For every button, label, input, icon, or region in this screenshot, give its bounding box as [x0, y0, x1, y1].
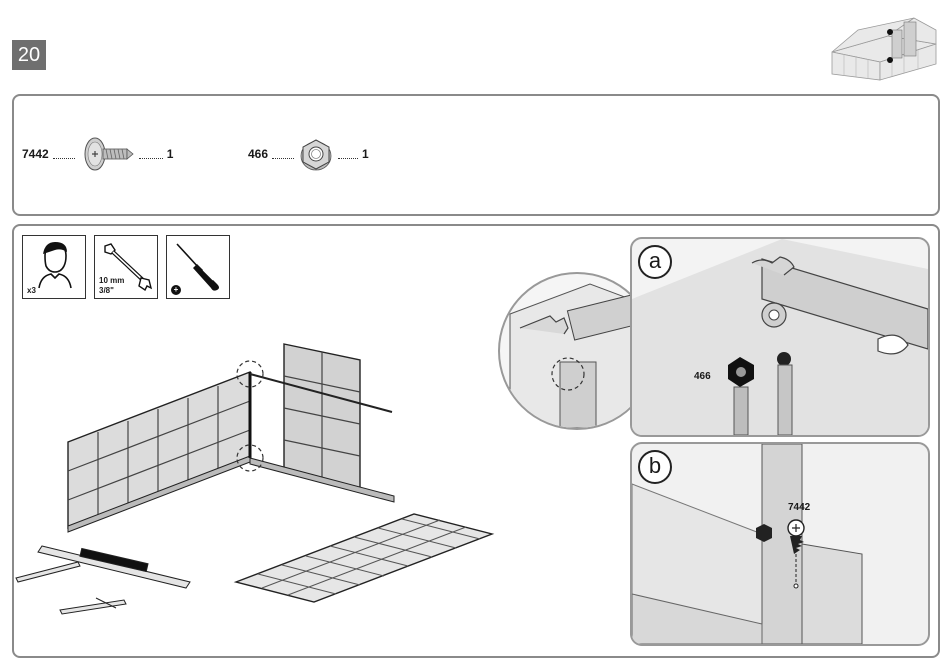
hex-nut-icon: [298, 134, 334, 174]
greenhouse-overview-thumbnail: [828, 10, 940, 82]
parts-panel: 7442 1 466 1: [12, 94, 940, 216]
detail-b-panel: b 7442: [630, 442, 930, 646]
part-quantity: 1: [167, 147, 174, 161]
detail-a-panel: a 466: [630, 237, 930, 437]
part-row-466: 466 1: [248, 134, 369, 174]
leader-dots: [53, 150, 75, 159]
detail-b-letter: b: [638, 450, 672, 484]
part-number: 7442: [22, 147, 49, 161]
leader-dots: [139, 150, 163, 159]
part-row-7442: 7442 1: [22, 134, 173, 174]
left-wall-panel: [68, 372, 250, 532]
loose-rails: [16, 546, 190, 614]
detail-b-drawing: [632, 444, 928, 644]
detail-a-part-callout: 466: [694, 371, 711, 382]
part-quantity: 1: [362, 147, 369, 161]
right-wall-panel: [250, 344, 394, 502]
assembly-panel: x3 10 mm 3/8" +: [12, 224, 940, 658]
step-number: 20: [12, 40, 46, 70]
screw-icon: [79, 134, 135, 174]
detail-a-drawing: [632, 239, 928, 435]
part-number: 466: [248, 147, 268, 161]
leader-dots: [272, 150, 294, 159]
flat-panel: [236, 514, 492, 602]
detail-a-letter: a: [638, 245, 672, 279]
detail-b-part-callout: 7442: [788, 502, 810, 513]
leader-dots: [338, 150, 358, 159]
